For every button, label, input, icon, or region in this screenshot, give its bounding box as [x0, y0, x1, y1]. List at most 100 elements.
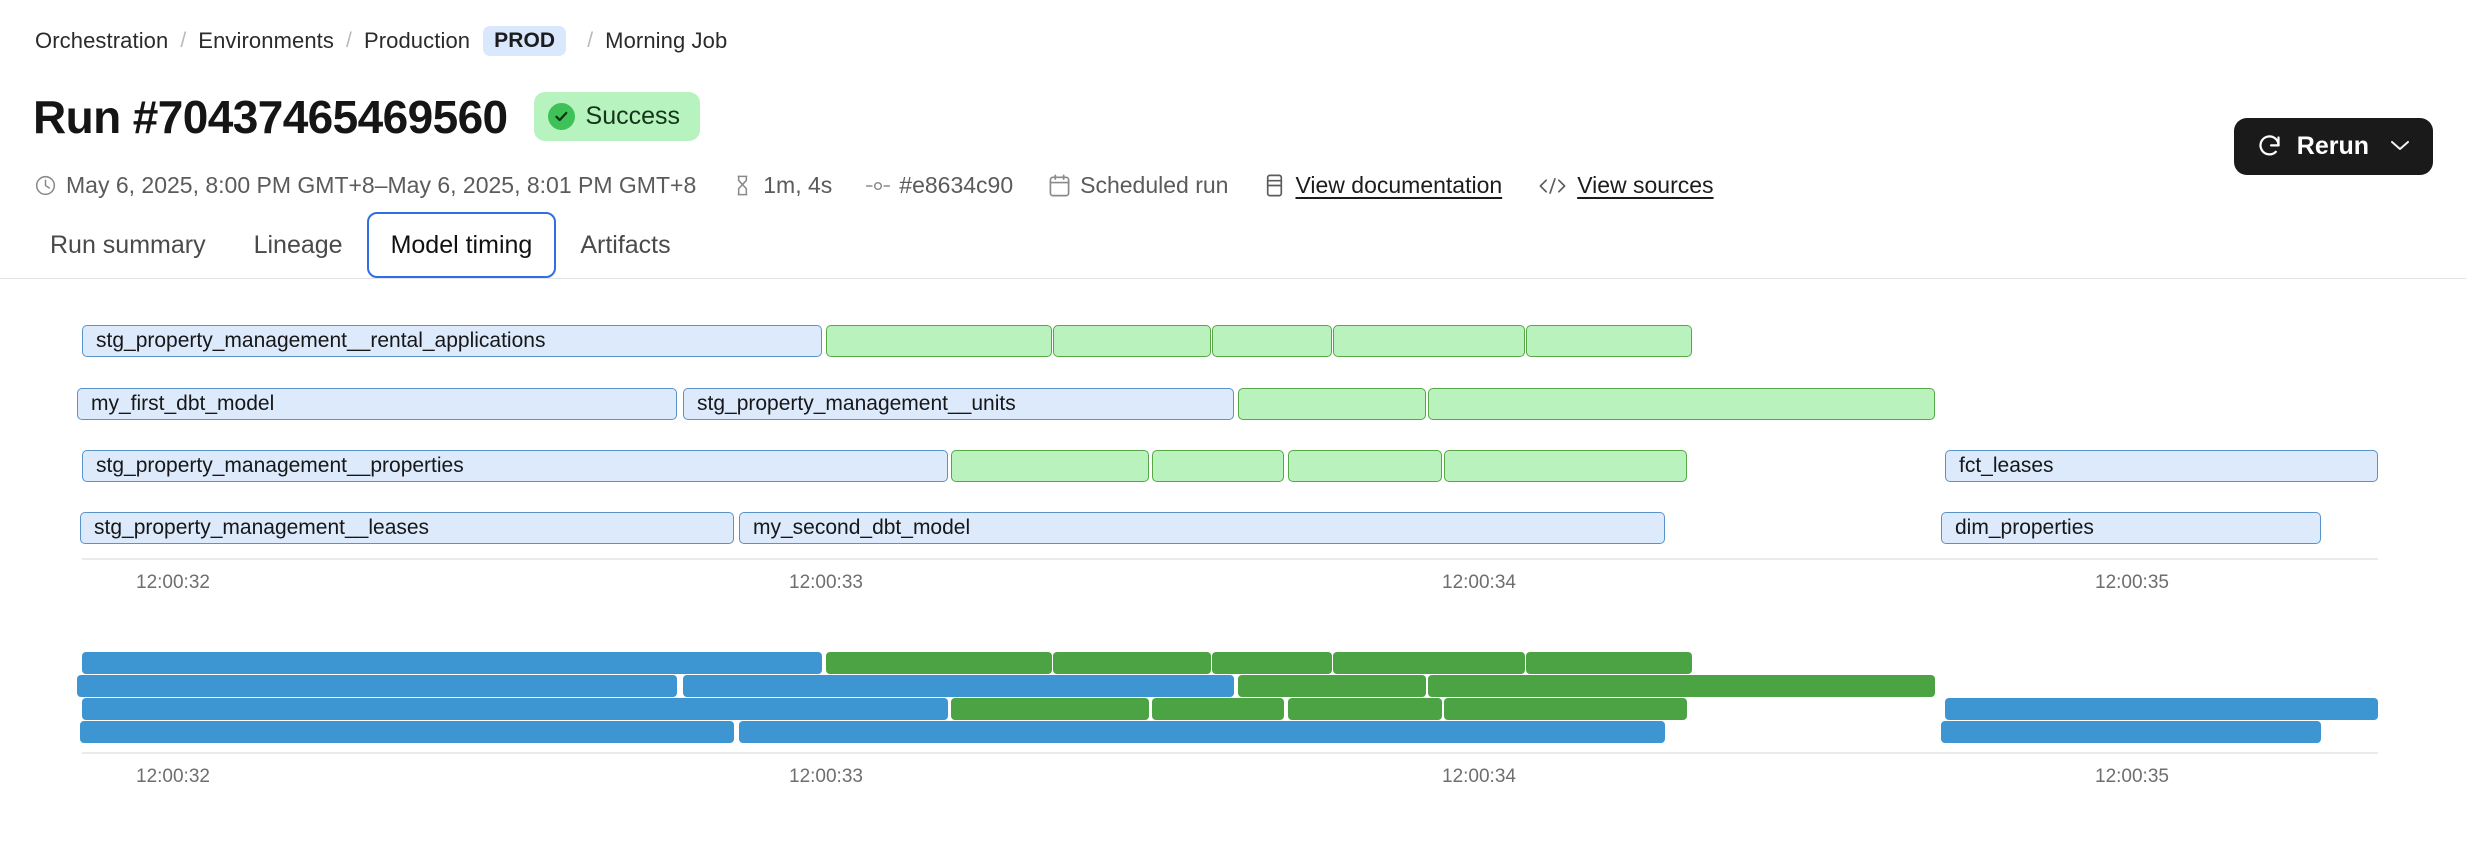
- breadcrumb-env-badge: PROD: [483, 26, 567, 56]
- rerun-button-label: Rerun: [2296, 132, 2369, 160]
- status-badge-label: Success: [585, 102, 681, 130]
- meta-documentation-link[interactable]: View documentation: [1295, 172, 1503, 198]
- run-meta-row: May 6, 2025, 8:00 PM GMT+8–May 6, 2025, …: [33, 172, 1714, 199]
- gantt-bar-model[interactable]: stg_property_management__rental_applicat…: [82, 325, 822, 357]
- gantt-bar-test[interactable]: [1526, 325, 1692, 357]
- page-title-row: Run #70437465469560 Success: [33, 90, 701, 143]
- meta-item-documentation[interactable]: View documentation: [1262, 172, 1502, 199]
- gantt-bar-model[interactable]: stg_property_management__leases: [80, 512, 734, 544]
- gantt-bar-label: stg_property_management__leases: [94, 516, 430, 539]
- status-badge: Success: [533, 92, 701, 141]
- axis-tick-label: 12:00:33: [789, 766, 863, 787]
- gantt-bar-label: stg_property_management__rental_applicat…: [96, 329, 546, 352]
- gantt-bar-model[interactable]: stg_property_management__units: [683, 388, 1234, 420]
- gantt-bar-test[interactable]: [1053, 325, 1211, 357]
- meta-item-trigger: Scheduled run: [1047, 172, 1228, 199]
- gantt-bar-label: stg_property_management__properties: [96, 454, 464, 477]
- meta-trigger-label: Scheduled run: [1080, 172, 1229, 198]
- overview-bar-test[interactable]: [1212, 652, 1332, 674]
- axis-tick-label: 12:00:33: [789, 572, 863, 593]
- meta-item-timerange: May 6, 2025, 8:00 PM GMT+8–May 6, 2025, …: [33, 172, 696, 199]
- gantt-bar-model[interactable]: my_second_dbt_model: [739, 512, 1665, 544]
- meta-item-sources[interactable]: View sources: [1536, 172, 1714, 199]
- axis-tick-label: 12:00:32: [136, 766, 210, 787]
- overview-bar-test[interactable]: [1428, 675, 1935, 697]
- gantt-bar-test[interactable]: [1238, 388, 1426, 420]
- axis-baseline: [82, 558, 2378, 560]
- overview-bar-test[interactable]: [1152, 698, 1284, 720]
- overview-bar-test[interactable]: [951, 698, 1149, 720]
- overview-bar-test[interactable]: [1444, 698, 1687, 720]
- gantt-bar-label: my_second_dbt_model: [753, 516, 971, 539]
- gantt-row: stg_property_management__properties fct_l…: [0, 450, 2466, 482]
- overview-bar-model[interactable]: [683, 675, 1234, 697]
- tab-bar-divider: [0, 278, 2466, 279]
- meta-sources-link[interactable]: View sources: [1577, 172, 1714, 198]
- rerun-button[interactable]: Rerun: [2233, 118, 2433, 175]
- overview-bar-test[interactable]: [1053, 652, 1211, 674]
- axis-baseline: [82, 752, 2378, 754]
- breadcrumb-separator: /: [180, 29, 187, 52]
- breadcrumb-item-orchestration[interactable]: Orchestration: [35, 28, 169, 53]
- tab-lineage[interactable]: Lineage: [253, 230, 343, 259]
- overview-bar-test[interactable]: [1238, 675, 1426, 697]
- axis-tick-label: 12:00:32: [136, 572, 210, 593]
- axis-tick-label: 12:00:35: [2095, 572, 2169, 593]
- gantt-bar-test[interactable]: [1333, 325, 1525, 357]
- gantt-bar-test[interactable]: [1444, 450, 1687, 482]
- overview-row: [0, 721, 2466, 743]
- tab-bar: Run summary Lineage Model timing Artifac…: [26, 212, 695, 278]
- tab-run-summary[interactable]: Run summary: [50, 230, 206, 259]
- overview-bar-model[interactable]: [1941, 721, 2321, 743]
- breadcrumb-item-production[interactable]: Production: [363, 28, 471, 53]
- breadcrumb-item-morning-job: Morning Job: [605, 28, 728, 53]
- overview-bar-model[interactable]: [82, 698, 948, 720]
- overview-bar-test[interactable]: [1288, 698, 1442, 720]
- overview-bar-model[interactable]: [739, 721, 1665, 743]
- tab-model-timing[interactable]: Model timing: [366, 212, 557, 278]
- gantt-bar-model[interactable]: my_first_dbt_model: [77, 388, 677, 420]
- tab-artifacts[interactable]: Artifacts: [580, 230, 671, 259]
- overview-bar-model[interactable]: [77, 675, 677, 697]
- overview-bar-test[interactable]: [1526, 652, 1692, 674]
- gantt-bar-label: my_first_dbt_model: [91, 392, 275, 415]
- gantt-bar-test[interactable]: [826, 325, 1052, 357]
- commit-icon: [866, 174, 891, 198]
- clock-icon: [33, 174, 57, 198]
- model-timing-detail-chart[interactable]: stg_property_management__rental_applicat…: [0, 300, 2466, 593]
- overview-bar-model[interactable]: [82, 652, 822, 674]
- overview-bar-test[interactable]: [826, 652, 1052, 674]
- gantt-bar-model[interactable]: fct_leases: [1945, 450, 2378, 482]
- breadcrumb-separator: /: [346, 29, 352, 52]
- refresh-icon: [2256, 133, 2283, 160]
- page-title: Run #70437465469560: [33, 90, 508, 143]
- axis-tick-label: 12:00:35: [2095, 766, 2169, 787]
- breadcrumb: Orchestration / Environments / Productio…: [33, 26, 729, 56]
- code-icon: [1536, 174, 1568, 198]
- overview-bar-model[interactable]: [1945, 698, 2378, 720]
- gantt-bar-model[interactable]: stg_property_management__properties: [82, 450, 948, 482]
- meta-item-duration: 1m, 4s: [730, 172, 832, 199]
- breadcrumb-separator: /: [587, 29, 594, 52]
- overview-bar-test[interactable]: [1333, 652, 1525, 674]
- gantt-row: stg_property_management__leases my_second…: [0, 512, 2466, 544]
- meta-commit-label: #e8634c90: [899, 172, 1014, 198]
- overview-row: [0, 652, 2466, 674]
- model-timing-overview-chart[interactable]: 12:00:32 12:00:33 12:00:34 12:00:35: [0, 630, 2466, 787]
- overview-row: [0, 698, 2466, 720]
- gantt-bar-test[interactable]: [1288, 450, 1442, 482]
- overview-bar-model[interactable]: [80, 721, 734, 743]
- gantt-bar-model[interactable]: dim_properties: [1941, 512, 2321, 544]
- gantt-bar-label: dim_properties: [1955, 516, 2094, 539]
- gantt-bar-test[interactable]: [1428, 388, 1935, 420]
- gantt-row: stg_property_management__rental_applicat…: [0, 325, 2466, 357]
- chevron-down-icon[interactable]: [2389, 136, 2411, 158]
- breadcrumb-item-environments[interactable]: Environments: [198, 28, 334, 53]
- gantt-bar-test[interactable]: [1152, 450, 1284, 482]
- gantt-bar-test[interactable]: [1212, 325, 1332, 357]
- check-circle-icon: [547, 103, 575, 130]
- axis-tick-labels: 12:00:32 12:00:33 12:00:34 12:00:35: [0, 572, 2466, 598]
- gantt-bar-test[interactable]: [951, 450, 1149, 482]
- axis-tick-label: 12:00:34: [1442, 572, 1516, 593]
- axis-tick-label: 12:00:34: [1442, 766, 1516, 787]
